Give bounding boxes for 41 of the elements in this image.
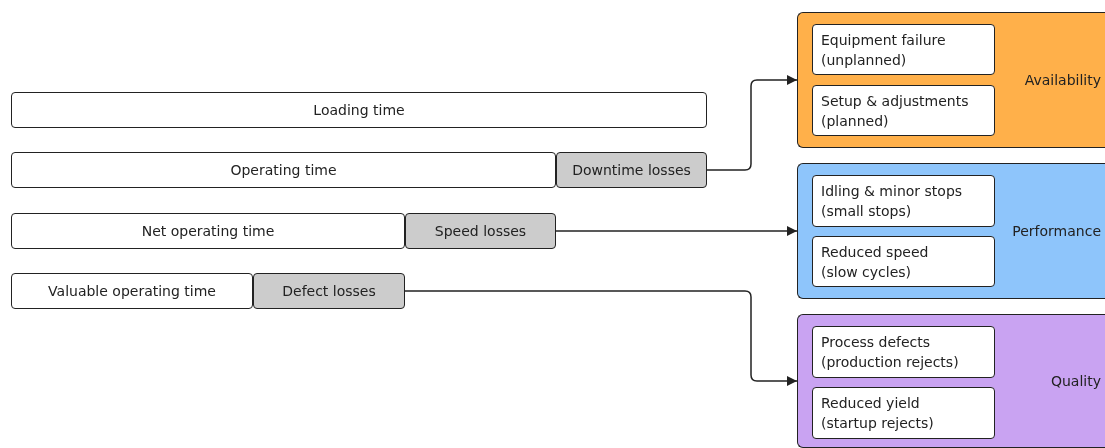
loss-item-box [812, 175, 995, 227]
loss-box [253, 273, 405, 309]
category-label: Quality [1050, 371, 1101, 391]
loss-item-title: Reduced speed [821, 242, 930, 262]
loss-item-box [812, 236, 995, 287]
bar-label: Net operating time [141, 221, 275, 241]
loss-box [405, 213, 556, 249]
category-label: Performance [1012, 221, 1101, 241]
time-bar [11, 92, 707, 128]
time-bar [11, 152, 556, 188]
loss-item-box [812, 387, 995, 439]
category-label: Availability [1024, 70, 1101, 90]
bar-label: Defect losses [282, 281, 376, 301]
category-panel [797, 163, 1105, 299]
loss-item-title: Equipment failure [821, 30, 947, 50]
loss-item-note: (unplanned) [821, 50, 908, 70]
loss-item-note: (startup rejects) [821, 414, 935, 433]
category-panel [797, 12, 1105, 148]
loss-box [556, 152, 707, 188]
time-bar [11, 213, 405, 249]
loss-item-title: Process defects [821, 333, 932, 352]
loss-item-box [812, 326, 995, 378]
bar-label: Operating time [230, 160, 337, 180]
loss-item-box [812, 85, 995, 136]
category-panel [797, 314, 1105, 448]
connector-arrow [706, 75, 798, 171]
bar-label: Valuable operating time [48, 281, 216, 301]
loss-item-note: (small stops) [821, 202, 913, 221]
loss-item-box [812, 24, 995, 75]
loss-item-note: (planned) [821, 111, 890, 131]
connector-arrow [404, 290, 798, 386]
bar-label: Loading time [313, 100, 405, 120]
loss-item-title: Idling & minor stops [821, 182, 964, 201]
bar-label: Speed losses [434, 221, 527, 241]
loss-item-title: Setup & adjustments [821, 91, 970, 111]
time-bar [11, 273, 253, 309]
loss-item-note: (production rejects) [821, 353, 960, 372]
loss-item-title: Reduced yield [821, 394, 921, 413]
bar-label: Downtime losses [572, 160, 691, 180]
loss-item-note: (slow cycles) [821, 262, 913, 282]
connector-arrow [555, 226, 798, 236]
